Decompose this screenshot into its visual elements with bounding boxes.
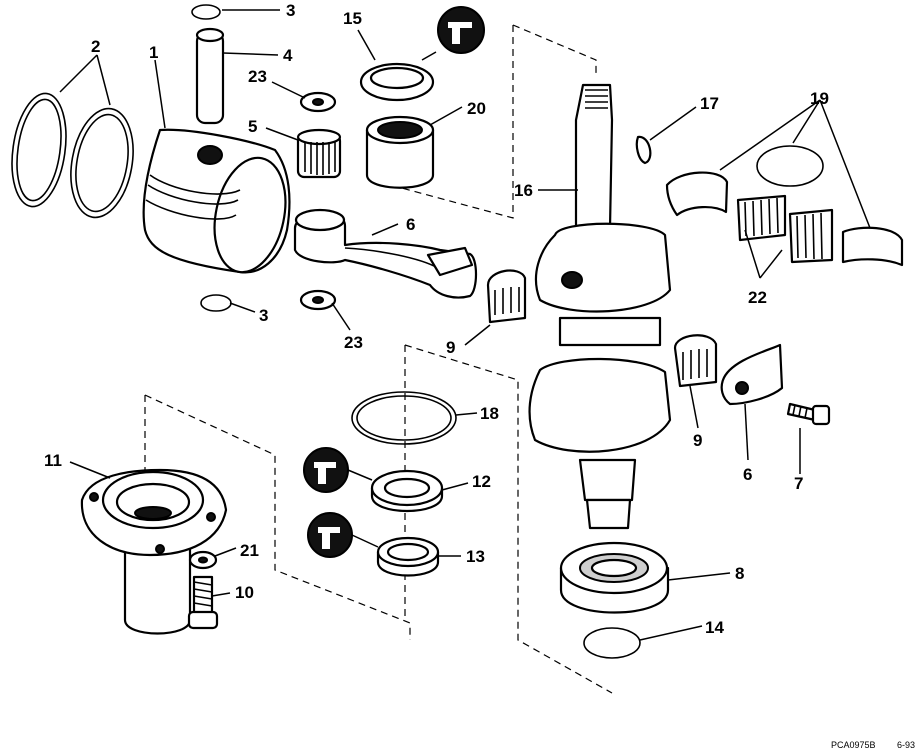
thrust-washer-part-23-bottom <box>299 289 337 311</box>
oil-seal-part-15 <box>359 62 435 102</box>
cap-screw-part-7 <box>786 402 831 426</box>
piston-pin-clip-part-3-bottom <box>200 294 232 312</box>
callout-23-bottom: 23 <box>344 333 363 352</box>
connecting-rod-cap-part-6 <box>720 343 784 406</box>
callout-15: 15 <box>343 9 362 28</box>
callout-12: 12 <box>472 472 491 491</box>
callout-10: 10 <box>235 583 254 602</box>
piston-rings-part-2 <box>11 92 134 219</box>
lower-bearing-housing-part-11 <box>80 468 228 635</box>
callout-13: 13 <box>466 547 485 566</box>
callout-11: 11 <box>44 451 62 470</box>
callout-3-bottom: 3 <box>259 306 268 325</box>
needle-bearing-part-20 <box>365 115 435 189</box>
sealant-tube-icon <box>303 447 349 493</box>
bearing-cage-part-22 <box>736 194 834 264</box>
needle-bearing-part-5 <box>296 128 342 179</box>
callout-23-top: 23 <box>248 67 267 86</box>
callout-2: 2 <box>91 37 100 56</box>
callout-labels: 3 2 1 4 23 5 15 20 6 3 23 9 16 17 19 22 … <box>44 1 829 637</box>
callout-5: 5 <box>248 117 257 136</box>
seal-part-12 <box>370 469 444 512</box>
crankshaft-part-16 <box>528 83 672 530</box>
callout-19: 19 <box>810 89 829 108</box>
callout-18: 18 <box>480 404 499 423</box>
figure-date-text: 6-93 <box>897 740 915 750</box>
bearing-cage-part-9-right <box>673 334 718 388</box>
leader-lines <box>59 9 871 641</box>
main-bearing-part-19 <box>665 145 904 267</box>
callout-9-right: 9 <box>693 431 702 450</box>
callout-3-top: 3 <box>286 1 295 20</box>
woodruff-key-part-17 <box>635 135 652 165</box>
piston-part-1 <box>142 128 291 274</box>
callout-9-left: 9 <box>446 338 455 357</box>
ball-bearing-part-8 <box>559 541 670 614</box>
retaining-ring-part-14 <box>583 627 641 659</box>
screw-part-10 <box>187 575 219 630</box>
piston-pin-clip-part-3-top <box>191 4 221 20</box>
piston-pin-part-4 <box>195 27 225 125</box>
thrust-washer-part-23-top <box>299 91 337 113</box>
sealant-tube-icon <box>437 6 485 54</box>
callout-6-cap: 6 <box>743 465 752 484</box>
o-ring-part-18 <box>351 391 457 445</box>
figure-code: PCA0975B 6-93 <box>831 740 915 750</box>
washer-part-21 <box>188 550 218 570</box>
callout-21: 21 <box>240 541 259 560</box>
callout-1: 1 <box>149 43 158 62</box>
bearing-cage-part-9-left <box>486 269 527 324</box>
callout-22: 22 <box>748 288 767 307</box>
sealant-tube-icon <box>307 512 353 558</box>
callout-16: 16 <box>514 181 533 200</box>
callout-8: 8 <box>735 564 744 583</box>
seal-part-13 <box>376 536 440 577</box>
callout-4: 4 <box>283 46 293 65</box>
figure-code-text: PCA0975B <box>831 740 876 750</box>
callout-20: 20 <box>467 99 486 118</box>
connecting-rod-part-6 <box>293 208 478 299</box>
callout-14: 14 <box>705 618 724 637</box>
callout-17: 17 <box>700 94 719 113</box>
callout-6-rod: 6 <box>406 215 415 234</box>
callout-7: 7 <box>794 474 803 493</box>
